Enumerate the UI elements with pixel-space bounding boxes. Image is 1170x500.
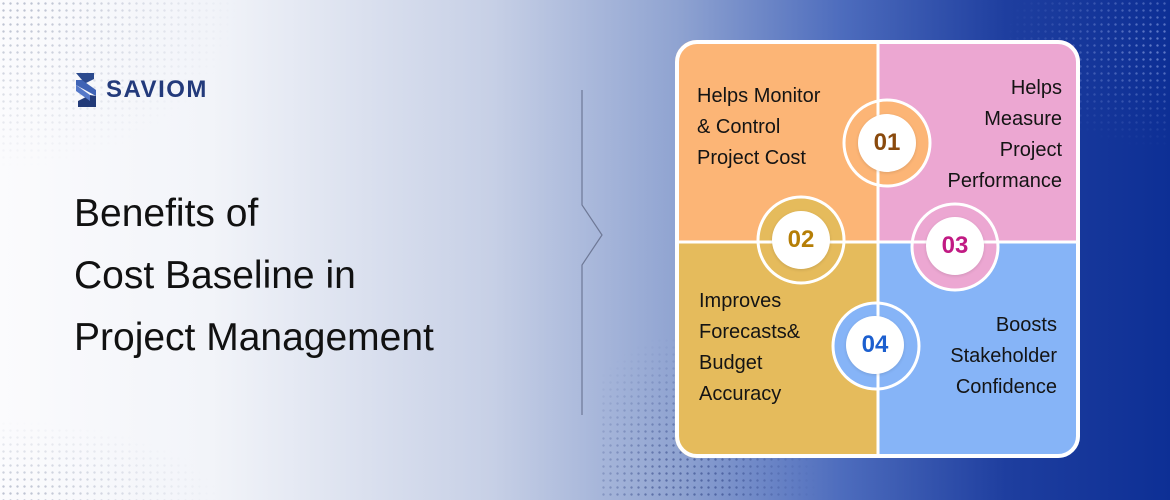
brand-logo: SAVIOM [74,72,208,108]
title-line-3: Project Management [74,316,434,359]
dot-pattern-bottom-left [0,420,220,500]
saviom-logo-icon [76,73,96,107]
title-line-1: Benefits of [74,192,259,235]
brand-name: SAVIOM [106,76,208,103]
puzzle-graphic [675,40,1080,458]
benefits-puzzle [675,40,1080,458]
title-line-2: Cost Baseline in [74,254,356,297]
divider-chevron [581,90,603,415]
step-badge-04: 04 [846,316,904,374]
step-badge-02: 02 [772,211,830,269]
step-badge-01: 01 [858,114,916,172]
step-badge-03: 03 [926,217,984,275]
page-title: Benefits of Cost Baseline in Project Man… [74,183,434,369]
